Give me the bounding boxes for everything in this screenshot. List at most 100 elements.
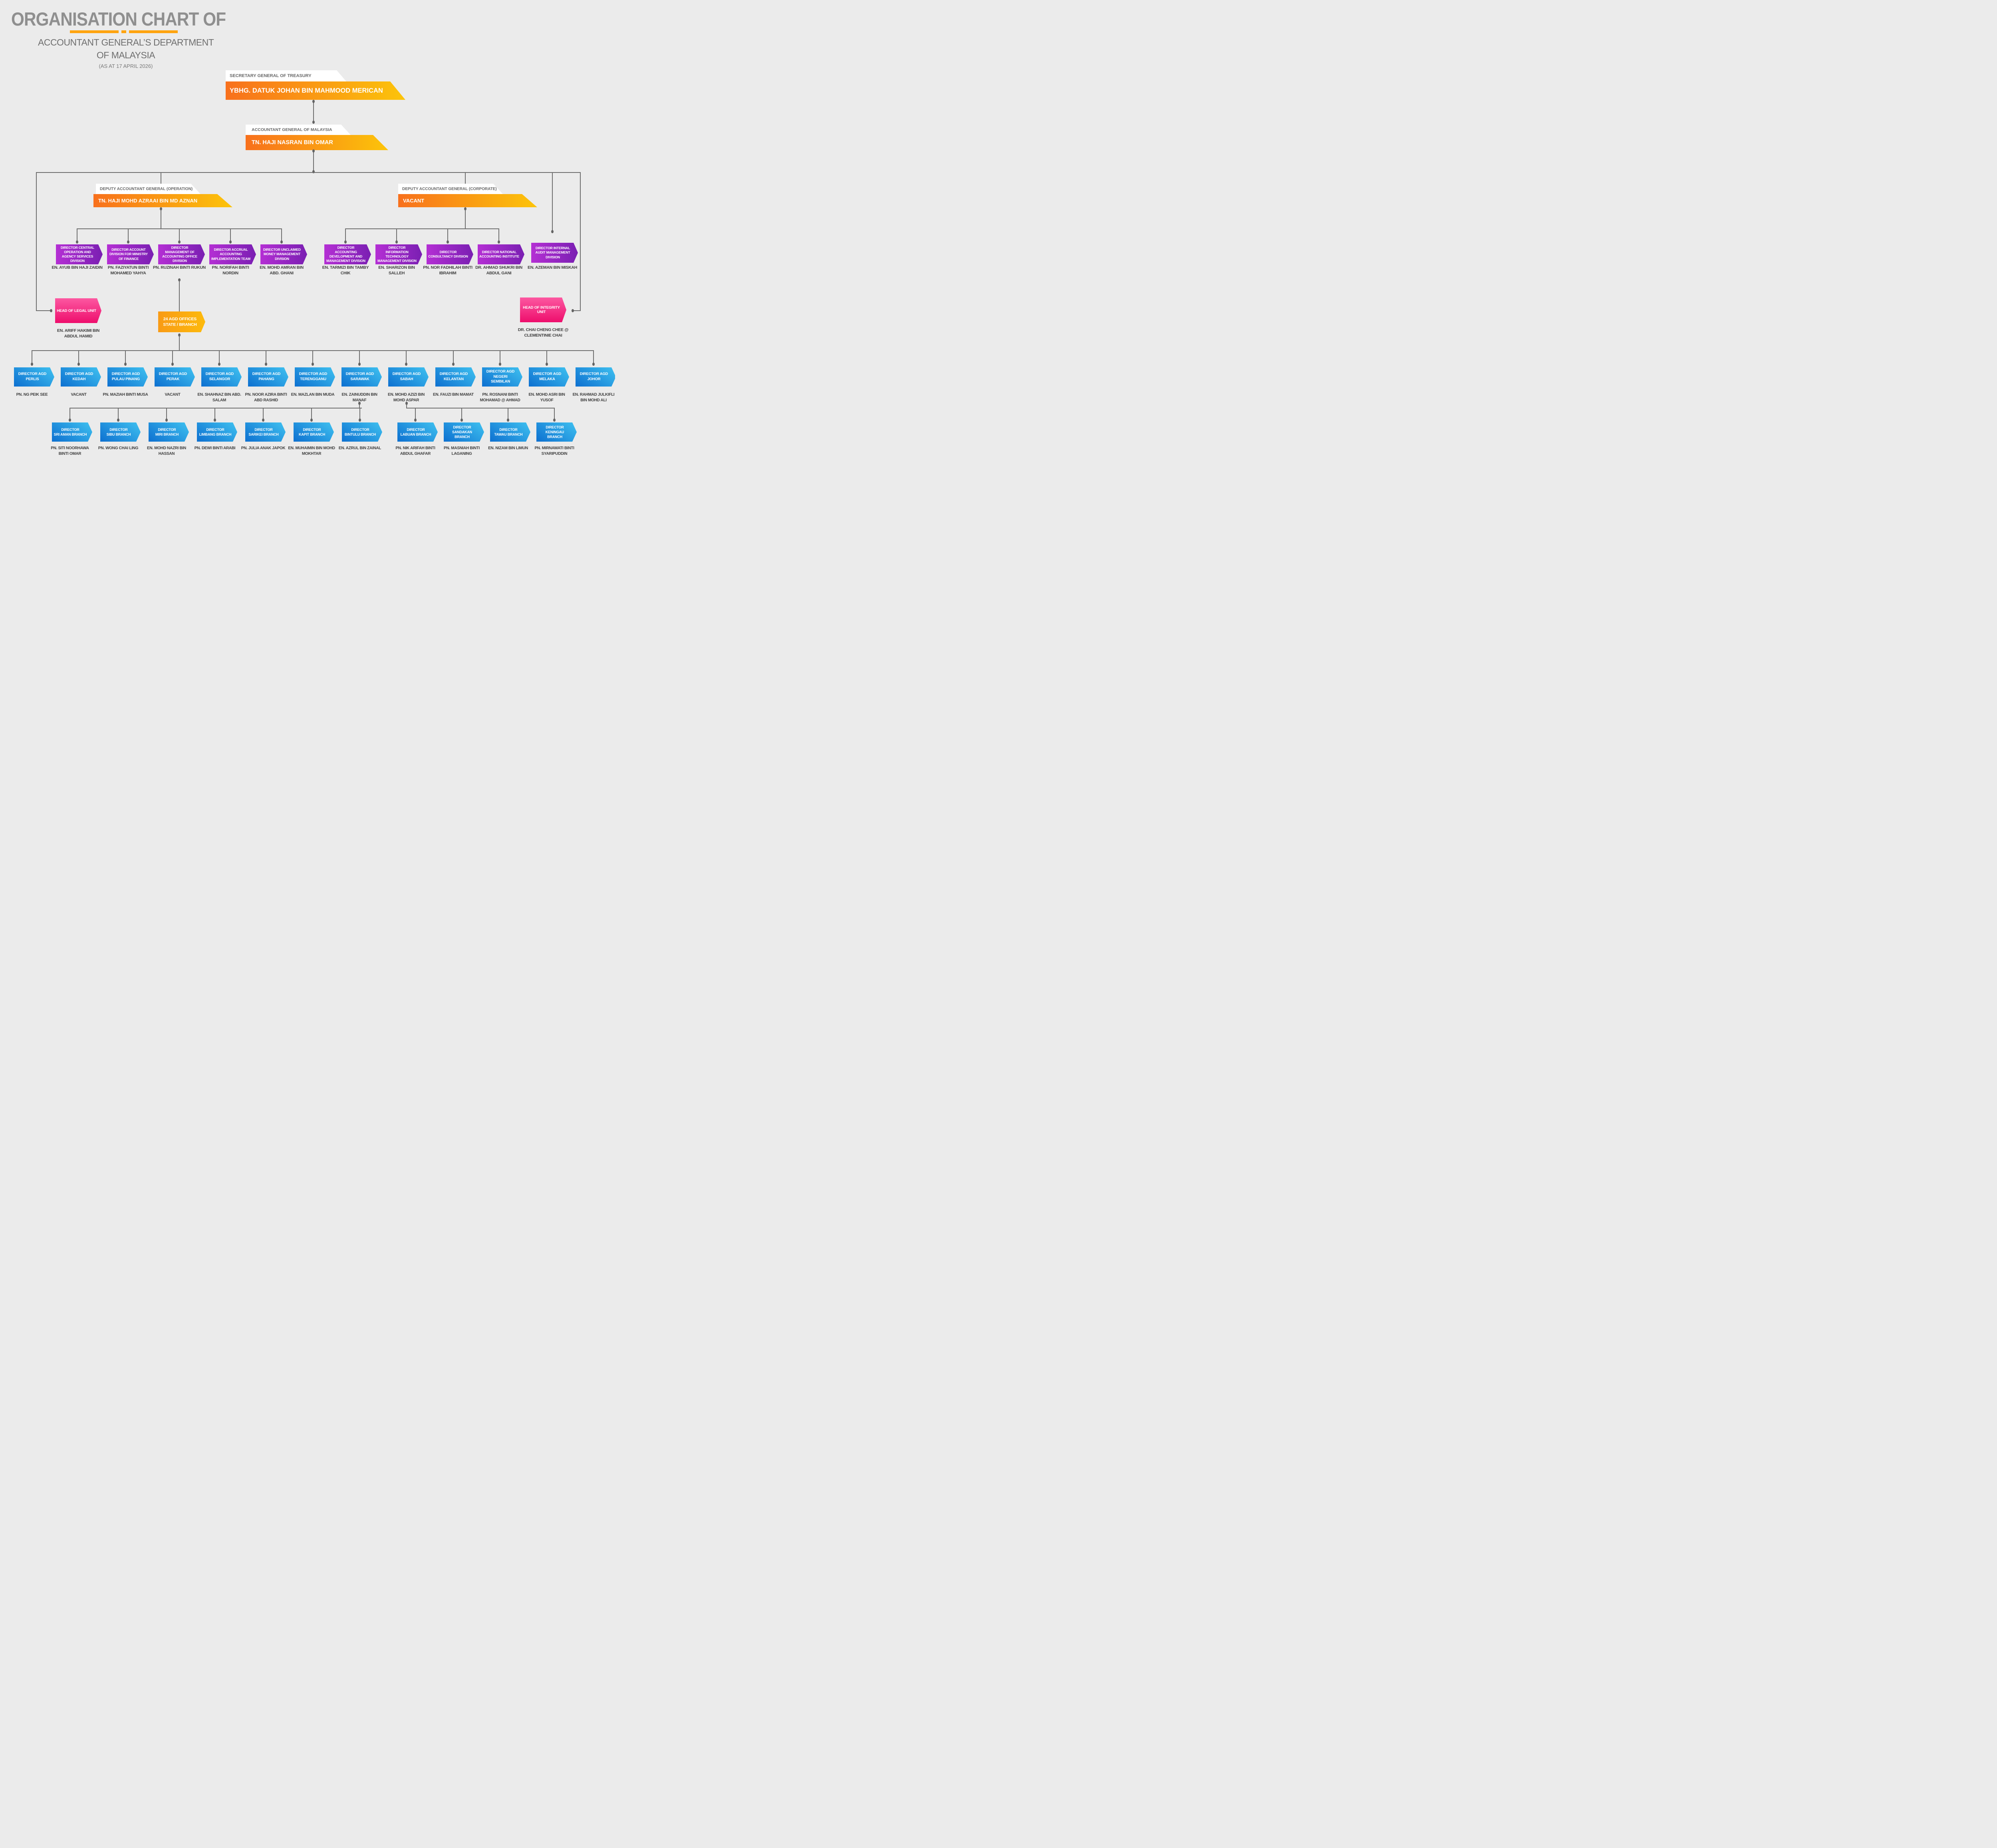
agd-offices-box: 24 AGD OFFICES STATE / BRANCH: [158, 311, 205, 332]
person-name: EN. AZRUL BIN ZAINAL: [338, 446, 381, 450]
person-name: PN. ROSNANI BINTI MOHAMAD @ AHMAD: [480, 393, 520, 403]
connector-dot: [414, 418, 417, 422]
org-box: DIRECTOR CENTRAL OPERATION AND AGENCY SE…: [56, 244, 103, 264]
person-name: EN. ARIFF HAKIMI BIN ABDUL HAMID: [57, 328, 100, 339]
connector-line: [572, 310, 581, 311]
connector-line: [447, 229, 448, 241]
connector-dot: [229, 240, 232, 244]
subtitle-line1: ACCOUNTANT GENERAL’S DEPARTMENT: [38, 37, 214, 48]
org-box-title: DIRECTOR AGD KELANTAN: [439, 372, 468, 381]
deputy-operation-label: DEPUTY ACCOUNTANT GENERAL (OPERATION): [96, 184, 200, 194]
org-box: DIRECTOR AGD KELANTAN: [435, 367, 476, 387]
org-box: DIRECTOR AGD SELANGOR: [201, 367, 242, 387]
title-divider-left: [70, 30, 119, 33]
person-name: PN. SITI NOORHAWA BINTI OMAR: [51, 446, 89, 456]
person-name: PN. NIK ARIFAH BINTI ABDUL GHAFAR: [395, 446, 435, 456]
connector-dot: [265, 363, 267, 366]
connector-line: [36, 172, 581, 173]
person-name: EN. AYUB BIN HAJI ZAIDIN: [52, 265, 103, 270]
org-box: DIRECTOR AGD NEGERI SEMBILAN: [482, 367, 522, 387]
connector-line: [593, 351, 594, 363]
connector-line: [172, 351, 173, 363]
connector-line: [263, 408, 264, 419]
org-box: DIRECTOR SARIKEI BRANCH: [245, 422, 286, 442]
connector-dot: [405, 402, 408, 405]
connector-line: [214, 408, 215, 419]
connector-dot: [507, 418, 509, 422]
org-box: DIRECTOR AGD PULAU PINANG: [107, 367, 148, 387]
person-name: PN. JULIA ANAK JAPOK: [241, 446, 286, 450]
person-name: EN. SHAHNAZ BIN ABD. SALAM: [197, 393, 241, 403]
connector-line: [415, 408, 416, 419]
connector-dot: [344, 240, 347, 244]
connector-line: [230, 229, 231, 241]
org-box: DIRECTOR KAPIT BRANCH: [294, 422, 334, 442]
person-name: EN. MOHD NAZRI BIN HASSAN: [147, 446, 186, 456]
connector-dot: [452, 363, 455, 366]
org-box: DIRECTOR BINTULU BRANCH: [342, 422, 382, 442]
connector-dot: [124, 363, 127, 366]
as-at-date: (AS AT 17 APRIL 2026): [99, 63, 153, 69]
connector-dot: [359, 418, 361, 422]
connector-dot: [312, 170, 315, 173]
org-box: DIRECTOR ACCOUNT DIVISION FOR MINISTRY O…: [107, 244, 154, 264]
org-box: DIRECTOR LABUAN BRANCH: [397, 422, 438, 442]
org-box: DIRECTOR AGD JOHOR: [576, 367, 615, 387]
connector-dot: [592, 363, 595, 366]
connector-dot: [280, 240, 283, 244]
person-name: EN. RAHMAD JULKIFLI BIN MOHD ALI: [572, 393, 615, 403]
org-box: DIRECTOR KENINGAU BRANCH: [536, 422, 577, 442]
connector-line: [281, 229, 282, 241]
person-name: EN. TARMIZI BIN TAMBY CHIK: [322, 265, 369, 276]
deputy-corporate-label: DEPUTY ACCOUNTANT GENERAL (CORPORATE): [398, 184, 503, 194]
connector-line: [406, 405, 407, 408]
person-name: PN. NOOR AZIRA BINTI ABD RASHID: [245, 393, 287, 403]
org-box-title: DIRECTOR AGD JOHOR: [580, 372, 608, 381]
connector-line: [359, 351, 360, 363]
org-box-title: DIRECTOR AGD TERENGGANU: [299, 372, 328, 381]
org-box-title: DIRECTOR SRI AMAN BRANCH: [54, 427, 87, 436]
org-box: DIRECTOR AGD TERENGGANU: [295, 367, 335, 387]
org-box-title: DIRECTOR SARIKEI BRANCH: [248, 427, 279, 436]
connector-line: [453, 351, 454, 363]
connector-line: [78, 351, 79, 363]
org-box-title: DIRECTOR AGD PULAU PINANG: [111, 372, 140, 381]
org-box-title: DIRECTOR SANDAKAN BRANCH: [452, 425, 472, 439]
connector-line: [465, 172, 466, 184]
connector-line: [580, 172, 581, 311]
connector-dot: [310, 418, 313, 422]
connector-dot: [312, 363, 314, 366]
connector-dot: [69, 418, 71, 422]
org-box: DIRECTOR INFORMATION TECHNOLOGY MANAGEME…: [375, 244, 422, 264]
connector-line: [359, 408, 360, 419]
person-name: DR. CHAI CHENG CHEE @ CLEMENTINIE CHAI: [518, 327, 569, 338]
org-box: DIRECTOR AGD SARAWAK: [341, 367, 382, 387]
org-box-title: DIRECTOR TAWAU BRANCH: [494, 427, 523, 436]
connector-line: [552, 172, 553, 231]
accountant-general-banner: TN. HAJI NASRAN BIN OMAR: [246, 135, 388, 150]
connector-line: [128, 229, 129, 241]
org-box: DIRECTOR AGD SABAH: [388, 367, 429, 387]
connector-line: [359, 405, 360, 408]
person-name: PN. WONG CHAI LING: [98, 446, 139, 450]
org-box-title: DIRECTOR AGD SELANGOR: [205, 372, 234, 381]
connector-dot: [178, 240, 181, 244]
person-name: EN. MAZLAN BIN MUDA: [291, 393, 335, 397]
org-box: DIRECTOR SANDAKAN BRANCH: [444, 422, 484, 442]
connector-dot: [358, 363, 361, 366]
connector-dot: [171, 363, 174, 366]
org-box-title: DIRECTOR LIMBANG BRANCH: [199, 427, 232, 436]
connector-dot: [358, 402, 361, 405]
org-box-title: DIRECTOR ACCRUAL ACCOUNTING IMPLEMENTATI…: [211, 248, 250, 261]
integrity-unit-box: HEAD OF INTEGRITY UNIT: [520, 297, 566, 322]
subtitle-line2: OF MALAYSIA: [96, 50, 155, 60]
connector-line: [396, 229, 397, 241]
person-name: PN. MIRNAWATI BINTI SYARIPUDDIN: [534, 446, 574, 456]
org-box-title: DIRECTOR AGD PERLIS: [18, 372, 47, 381]
connector-dot: [498, 240, 500, 244]
page-title: ORGANISATION CHART OF: [11, 8, 226, 30]
person-name: EN. MUHAIMIN BIN MOHD MOKHTAR: [288, 446, 335, 456]
connector-line: [118, 408, 119, 419]
org-box: DIRECTOR LIMBANG BRANCH: [197, 422, 237, 442]
connector-line: [465, 209, 466, 229]
